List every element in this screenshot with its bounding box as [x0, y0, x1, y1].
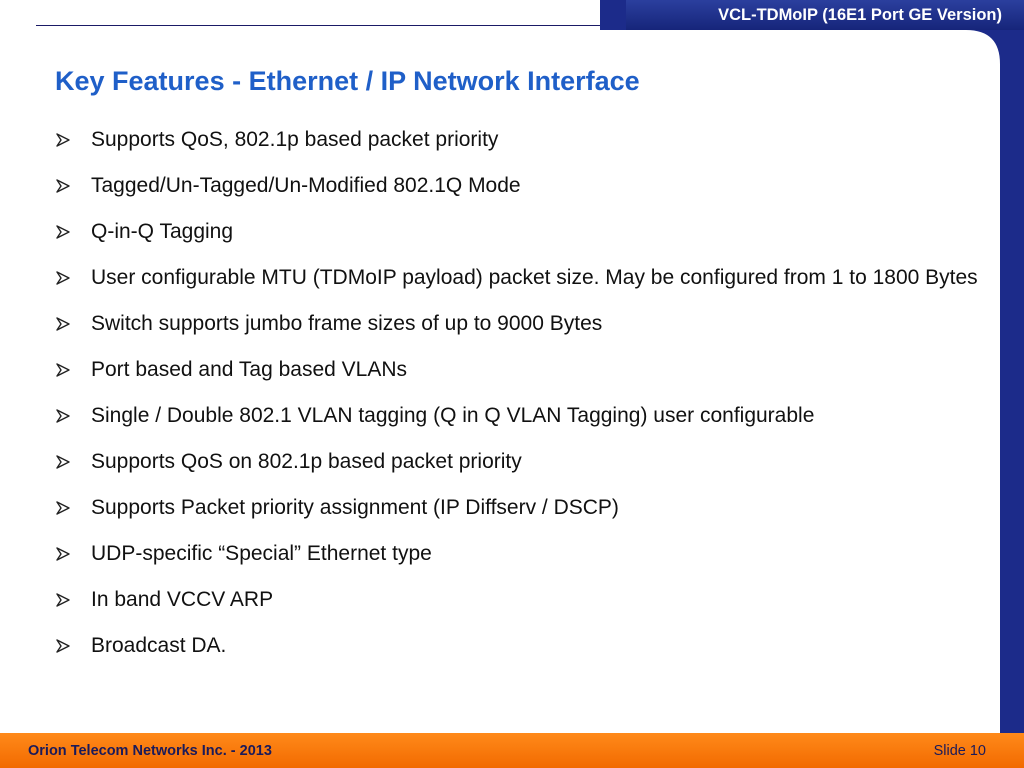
page-title: Key Features - Ethernet / IP Network Int… — [55, 66, 640, 96]
feature-item: Broadcast DA. — [55, 634, 990, 659]
feature-item-text: UDP-specific “Special” Ethernet type — [91, 542, 432, 565]
feature-item: User configurable MTU (TDMoIP payload) p… — [55, 266, 990, 291]
footer-bar: Orion Telecom Networks Inc. - 2013 Slide… — [0, 733, 1024, 768]
feature-item-text: Supports QoS, 802.1p based packet priori… — [91, 128, 499, 151]
slide-number: Slide 10 — [933, 742, 986, 759]
arrow-right-icon — [56, 225, 70, 239]
arrow-right-icon — [56, 133, 70, 147]
arrow-right-icon — [56, 317, 70, 331]
feature-item-text: Supports Packet priority assignment (IP … — [91, 496, 619, 519]
arrow-right-icon — [56, 363, 70, 377]
feature-item: Tagged/Un-Tagged/Un-Modified 802.1Q Mode — [55, 174, 990, 199]
feature-item: In band VCCV ARP — [55, 588, 990, 613]
feature-item-text: Q-in-Q Tagging — [91, 220, 234, 243]
feature-item-text: User configurable MTU (TDMoIP payload) p… — [91, 266, 978, 289]
feature-item: UDP-specific “Special” Ethernet type — [55, 542, 990, 567]
feature-item: Q-in-Q Tagging — [55, 220, 990, 245]
feature-item: Supports QoS on 802.1p based packet prio… — [55, 450, 990, 475]
feature-item-text: Switch supports jumbo frame sizes of up … — [91, 312, 603, 335]
header-divider — [36, 25, 626, 26]
header-banner-text: VCL-TDMoIP (16E1 Port GE Version) — [718, 5, 1002, 24]
feature-item-text: Supports QoS on 802.1p based packet prio… — [91, 450, 522, 473]
arrow-right-icon — [56, 501, 70, 515]
arrow-right-icon — [56, 409, 70, 423]
arrow-right-icon — [56, 639, 70, 653]
feature-item: Supports Packet priority assignment (IP … — [55, 496, 990, 521]
feature-item-text: Tagged/Un-Tagged/Un-Modified 802.1Q Mode — [91, 174, 521, 197]
arrow-right-icon — [56, 547, 70, 561]
feature-item: Supports QoS, 802.1p based packet priori… — [55, 128, 990, 153]
footer-company: Orion Telecom Networks Inc. - 2013 — [28, 742, 272, 759]
feature-item-text: In band VCCV ARP — [91, 588, 274, 611]
arrow-right-icon — [56, 271, 70, 285]
feature-item-text: Single / Double 802.1 VLAN tagging (Q in… — [91, 404, 815, 427]
feature-item-text: Port based and Tag based VLANs — [91, 358, 407, 381]
arrow-right-icon — [56, 179, 70, 193]
arrow-right-icon — [56, 455, 70, 469]
feature-item: Single / Double 802.1 VLAN tagging (Q in… — [55, 404, 990, 429]
feature-item: Switch supports jumbo frame sizes of up … — [55, 312, 990, 337]
header-banner: VCL-TDMoIP (16E1 Port GE Version) — [626, 0, 1024, 30]
feature-item-text: Broadcast DA. — [91, 634, 227, 657]
arrow-right-icon — [56, 593, 70, 607]
feature-list: Supports QoS, 802.1p based packet priori… — [55, 128, 990, 680]
feature-item: Port based and Tag based VLANs — [55, 358, 990, 383]
